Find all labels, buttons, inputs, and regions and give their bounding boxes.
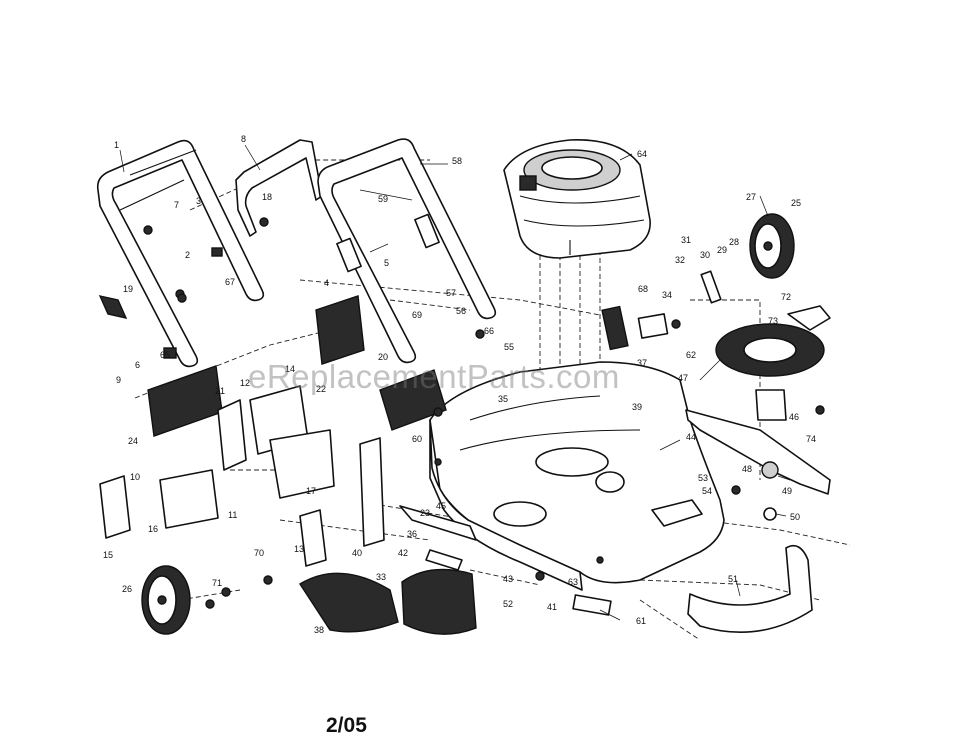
callout-44: 44 [686,432,696,442]
mulch-plug [401,568,477,635]
watermark: eReplacementParts.com [248,358,620,395]
callout-30: 30 [700,250,710,260]
callout-21: 21 [215,386,225,396]
upper-handle [96,139,265,368]
control-bar [235,139,323,237]
callout-3: 3 [196,196,201,206]
callout-57: 57 [446,288,456,298]
callout-41: 41 [547,602,557,612]
callout-37: 37 [637,358,647,368]
callout-27: 27 [746,192,756,202]
callout-36: 36 [407,529,417,539]
callout-28: 28 [729,237,739,247]
callout-62: 62 [686,350,696,360]
page-date: 2/05 [326,714,367,737]
side-discharge [299,568,477,635]
front-wheel-right [749,213,795,279]
callout-66: 66 [484,326,494,336]
callout-67: 67 [225,277,235,287]
side-shield [379,369,447,431]
callout-61: 61 [636,616,646,626]
callout-64: 64 [637,149,647,159]
discharge-chute [299,572,399,633]
callout-5: 5 [384,258,389,268]
callout-65: 65 [160,350,170,360]
callout-4: 4 [324,278,329,288]
callout-68: 68 [638,284,648,294]
callout-2: 2 [185,250,190,260]
mower-deck [429,361,725,591]
callout-70: 70 [254,548,264,558]
callout-7: 7 [174,200,179,210]
callout-34: 34 [662,290,672,300]
callout-11: 11 [228,510,237,520]
callout-labels: 1 2 3 4 5 6 7 8 9 10 11 12 13 14 15 16 1… [103,134,816,635]
callout-12: 12 [240,378,250,388]
leader-lines [119,144,791,621]
callout-50: 50 [790,512,800,522]
callout-73: 73 [768,316,778,326]
callout-22: 22 [316,384,326,394]
callout-49: 49 [782,486,792,496]
callout-19: 19 [123,284,133,294]
callout-43: 43 [503,574,513,584]
callout-69: 69 [412,310,422,320]
callout-16: 16 [148,524,158,534]
callout-9: 9 [116,375,121,385]
engine [503,139,651,259]
callout-1: 1 [114,140,119,150]
hardware [98,217,831,616]
callout-51: 51 [728,574,738,584]
blade-assembly [685,323,831,521]
callout-47: 47 [678,373,688,383]
callout-32: 32 [675,255,685,265]
callout-20: 20 [378,352,388,362]
rear-shields [147,295,447,437]
callout-38: 38 [314,625,324,635]
callout-29: 29 [717,245,727,255]
callout-40: 40 [352,548,362,558]
callout-8: 8 [241,134,246,144]
callout-56: 56 [456,306,466,316]
callout-71: 71 [212,578,222,588]
callout-25: 25 [791,198,801,208]
callout-13: 13 [294,544,304,554]
rear-baffle [315,295,365,365]
rear-skirt [687,544,813,634]
lower-handle [317,138,497,364]
callout-31: 31 [681,235,691,245]
height-adjuster-brackets [99,385,385,567]
handle-bolt [143,225,153,235]
callout-46: 46 [789,412,799,422]
callout-48: 48 [742,464,752,474]
callout-18: 18 [262,192,272,202]
callout-53: 53 [698,473,708,483]
callout-23: 23 [420,508,430,518]
callout-6: 6 [135,360,140,370]
callout-24: 24 [128,436,138,446]
callout-14: 14 [285,364,295,374]
callout-63: 63 [568,577,578,587]
callout-17: 17 [306,486,316,496]
callout-35: 35 [498,394,508,404]
callout-54: 54 [702,486,712,496]
callout-15: 15 [103,550,113,560]
callout-58: 58 [452,156,462,166]
callout-74: 74 [806,434,816,444]
callout-39: 39 [632,402,642,412]
callout-72: 72 [781,292,791,302]
callout-26: 26 [122,584,132,594]
callout-42: 42 [398,548,408,558]
rear-guard [147,365,223,437]
callout-55: 55 [504,342,514,352]
rear-wheel-left [141,565,191,635]
callout-60: 60 [412,434,422,444]
callout-45: 45 [436,501,446,511]
callout-59: 59 [378,194,388,204]
callout-10: 10 [130,472,140,482]
callout-33: 33 [376,572,386,582]
callout-52: 52 [503,599,513,609]
